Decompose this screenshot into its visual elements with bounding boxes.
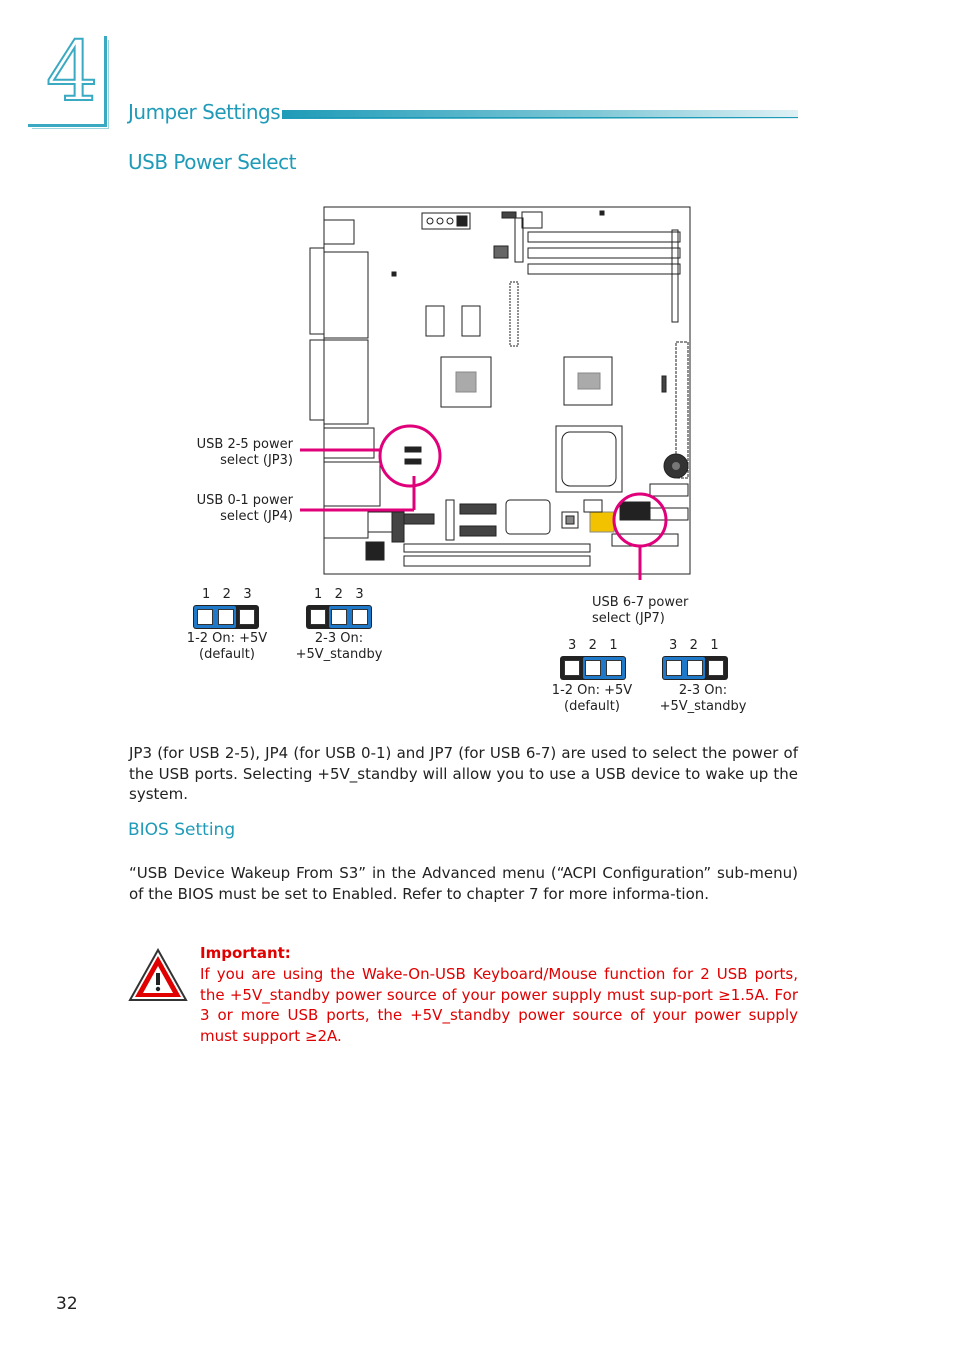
callout-jp4: USB 0-1 power select (JP4) [196, 493, 293, 524]
jp3-highlight [378, 424, 442, 488]
bios-heading: BIOS Setting [128, 820, 236, 840]
pin-numbers: 1 2 3 [314, 587, 364, 602]
important-text: If you are using the Wake-On-USB Keyboar… [200, 965, 798, 1045]
jp34-caption-default: 1-2 On: +5V (default) [186, 631, 268, 662]
pin-numbers: 3 2 1 [669, 638, 719, 653]
jumper-1-2 [193, 605, 259, 629]
section-bar-line [282, 117, 798, 118]
jumper-2-3 [306, 605, 372, 629]
body-paragraph-1: JP3 (for USB 2-5), JP4 (for USB 0-1) and… [129, 744, 798, 803]
section-bar [282, 110, 798, 119]
section-title: Jumper Settings [128, 100, 281, 124]
pin-numbers: 3 2 1 [568, 638, 618, 653]
jumper-jp7-2-3 [662, 656, 728, 680]
callout-jp3: USB 2-5 power select (JP3) [196, 437, 293, 468]
pin-numbers: 1 2 3 [202, 587, 252, 602]
jp7-caption-standby: 2-3 On: +5V_standby [659, 683, 747, 714]
jp34-caption-standby: 2-3 On: +5V_standby [295, 631, 383, 662]
chapter-box-shadow [32, 40, 109, 129]
jp7-caption-default: 1-2 On: +5V (default) [551, 683, 633, 714]
chapter-box [28, 36, 107, 127]
important-heading: Important: [200, 944, 291, 962]
warning-icon [128, 948, 188, 1001]
body-paragraph-2: “USB Device Wakeup From S3” in the Advan… [129, 864, 798, 903]
page-heading: USB Power Select [128, 150, 296, 174]
callout-jp7: USB 6-7 power select (JP7) [592, 595, 689, 626]
power-connector [421, 212, 471, 230]
chapter-number: 4 [45, 25, 99, 120]
jumper-jp7-1-2 [560, 656, 626, 680]
page-number: 32 [56, 1294, 78, 1314]
board-diagram [300, 206, 691, 580]
